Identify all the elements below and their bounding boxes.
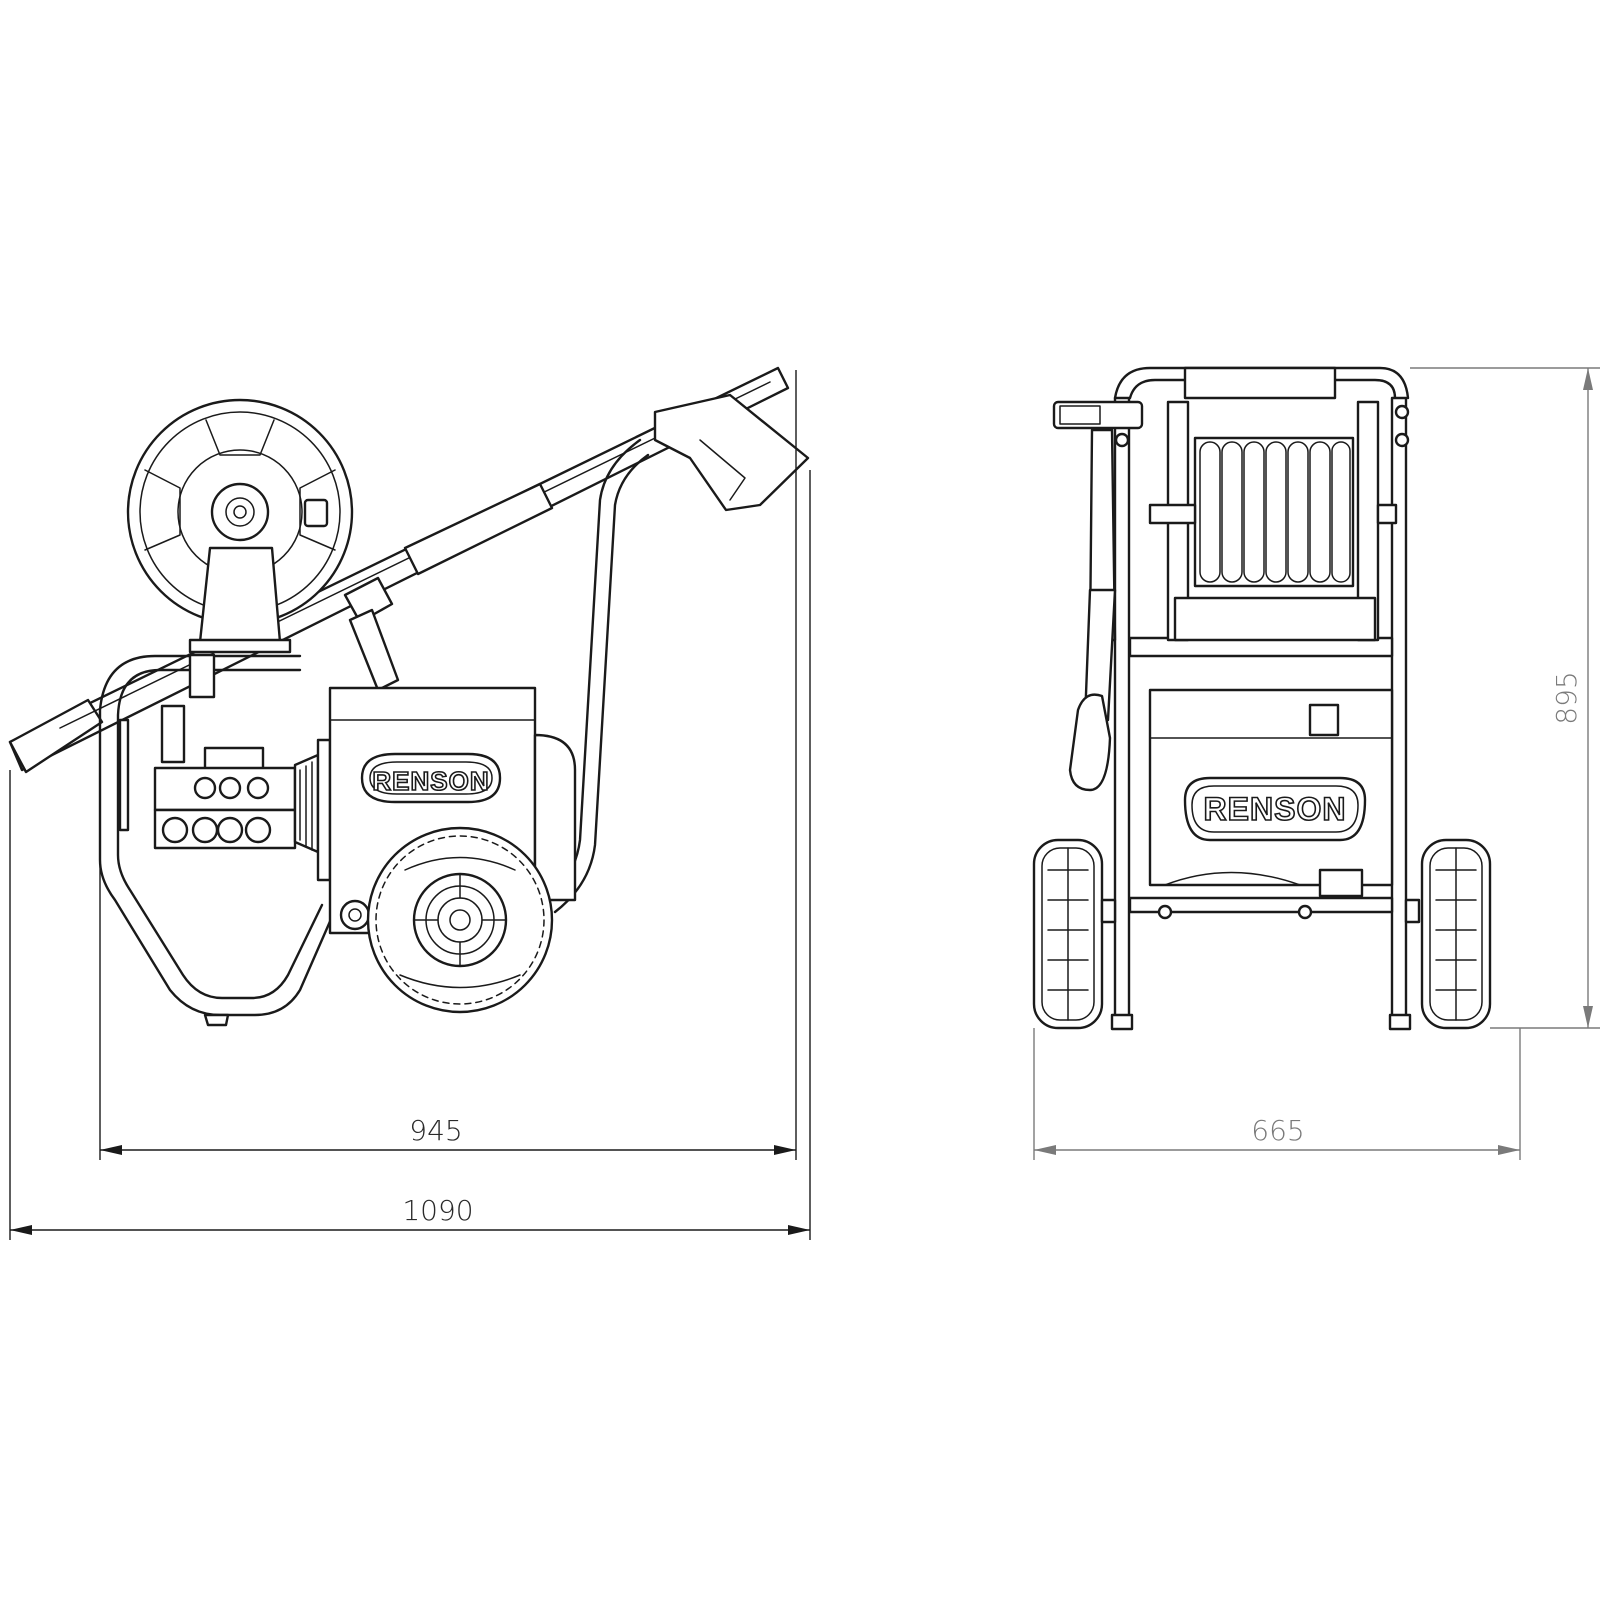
dimension-895-label: 895 <box>1550 671 1583 724</box>
dimension-895: 895 <box>1550 368 1593 1028</box>
front-frame <box>1110 366 1412 1031</box>
side-view: RENSON <box>8 366 810 1027</box>
side-brand-label: RENSON <box>372 766 489 796</box>
dimension-945: 945 <box>100 1114 796 1155</box>
front-handle <box>1052 400 1144 792</box>
dimension-1090: 1090 <box>10 1194 810 1235</box>
dimension-lines: 945 1090 665 895 <box>9 367 1600 1240</box>
front-hose-reel <box>1148 400 1398 642</box>
front-brand-label: RENSON <box>1204 791 1347 827</box>
side-wheel <box>366 826 554 1014</box>
front-motor: RENSON <box>1148 688 1394 920</box>
dimension-665: 665 <box>1034 1114 1520 1155</box>
side-hose-reel <box>126 398 354 654</box>
side-pump <box>118 704 320 854</box>
dimension-945-label: 945 <box>409 1114 462 1147</box>
front-wheel-left <box>1032 838 1117 1030</box>
dimension-1090-label: 1090 <box>402 1194 473 1227</box>
dimension-665-label: 665 <box>1251 1114 1304 1147</box>
side-handle <box>8 366 810 774</box>
front-wheel-right <box>1404 838 1492 1030</box>
front-view: RENSON <box>1032 366 1492 1031</box>
